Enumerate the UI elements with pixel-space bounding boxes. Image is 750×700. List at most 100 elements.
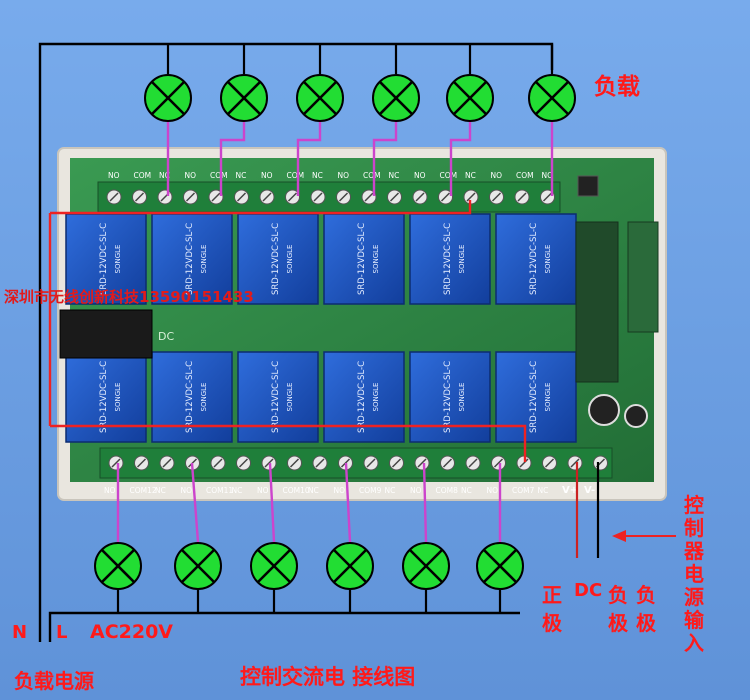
dc-label: DC <box>574 580 602 601</box>
terminal-screw <box>465 455 481 471</box>
mains-label: AC220V <box>90 621 173 643</box>
relay-brand-text: SONGLE <box>458 245 466 274</box>
terminal-label: COM <box>516 171 534 180</box>
load-wire <box>219 122 246 196</box>
lamp-cross-icon <box>326 542 374 590</box>
terminal-screw <box>363 455 379 471</box>
terminal-screw <box>310 189 326 205</box>
terminal-label: COM11 <box>206 486 233 495</box>
relay-brand-text: SONGLE <box>372 383 380 412</box>
top-terminal-screws <box>106 189 555 205</box>
terminal-screw <box>593 455 608 471</box>
relay-model-text: SRD-12VDC-SL-C <box>443 223 453 295</box>
lamp-cross-icon <box>402 542 450 590</box>
terminal-label: NC <box>159 171 170 180</box>
terminal-screw <box>361 189 377 205</box>
negative-label-4: 极 <box>636 611 657 635</box>
terminal-screw <box>108 455 124 471</box>
dc-jack <box>59 309 153 359</box>
terminal-label: COM12 <box>130 486 157 495</box>
terminal-label: COM <box>287 171 305 180</box>
load-wire <box>422 462 428 543</box>
terminal-label: NO <box>257 486 269 495</box>
learn-button <box>577 175 599 197</box>
lamp-cross-icon <box>220 74 268 122</box>
power-terminal-label: V+ <box>562 485 578 496</box>
live-label: L <box>56 622 67 643</box>
terminal-screw <box>312 455 328 471</box>
terminal-screw <box>387 189 402 205</box>
terminal-screw <box>132 189 147 205</box>
load-wire <box>296 122 322 196</box>
negative-label-3: 负 <box>636 583 656 607</box>
terminal-screw <box>567 455 583 471</box>
terminal-screw <box>514 189 530 205</box>
terminal-screw <box>159 455 175 471</box>
terminal-label: NC <box>236 171 247 180</box>
lamp-cross-icon <box>476 542 524 590</box>
load-label-top: 负载 <box>594 74 640 100</box>
terminal-label: NC <box>461 486 472 495</box>
relay-model-text: SRD-12VDC-SL-C <box>99 223 109 295</box>
terminal-screw <box>414 455 430 471</box>
relay-model-text: SRD-12VDC-SL-C <box>99 361 109 433</box>
terminal-screw <box>157 189 173 205</box>
terminal-label: NC <box>542 171 553 180</box>
terminal-screw <box>440 455 455 471</box>
terminal-label: COM <box>134 171 152 180</box>
terminal-label: NO <box>491 171 503 180</box>
terminal-screw <box>389 455 404 471</box>
negative-label-2: 极 <box>608 611 629 635</box>
terminal-label: NC <box>385 486 396 495</box>
terminal-label: NO <box>410 486 422 495</box>
terminal-label: COM7 <box>512 486 535 495</box>
terminal-screw <box>412 189 428 205</box>
lamp-cross-icon <box>296 74 344 122</box>
terminal-screw <box>516 455 532 471</box>
relay-brand-text: SONGLE <box>286 245 294 274</box>
antenna-coil <box>627 221 659 333</box>
relay-model-text: SRD-12VDC-SL-C <box>357 223 367 295</box>
terminal-label: NC <box>155 486 166 495</box>
terminal-screw <box>236 455 251 471</box>
terminal-label: NO <box>487 486 499 495</box>
bottom-terminal-strip <box>99 447 613 479</box>
terminal-label: COM <box>363 171 381 180</box>
receiver-module <box>575 221 619 383</box>
terminal-label: COM9 <box>359 486 382 495</box>
top-terminal-strip <box>97 181 561 213</box>
negative-label-1: 负 <box>608 583 628 607</box>
control-input-char: 器 <box>683 539 705 563</box>
terminal-label: NO <box>334 486 346 495</box>
control-input-char: 制 <box>684 516 704 540</box>
load-wire <box>372 122 398 196</box>
terminal-label: COM <box>440 171 458 180</box>
diagram-title: 控制交流电 接线图 <box>240 665 415 689</box>
lamp-cross-icon <box>372 74 420 122</box>
lamp-cross-icon <box>174 542 222 590</box>
terminal-screw <box>234 189 249 205</box>
terminal-screw <box>261 455 277 471</box>
live-wire <box>48 611 520 642</box>
relay-brand-text: SONGLE <box>200 383 208 412</box>
relay-brand-text: SONGLE <box>544 245 552 274</box>
terminal-screw <box>489 189 504 205</box>
terminal-screw <box>287 455 302 471</box>
terminal-label: NC <box>312 171 323 180</box>
watermark-text: 深圳市无线创新科技13590151433 <box>4 288 254 306</box>
bottom-terminal-screws <box>108 455 608 471</box>
terminal-label: NO <box>185 171 197 180</box>
relay-brand-text: SONGLE <box>114 245 122 274</box>
relay: SRD-12VDC-SL-C SONGLE <box>409 213 491 305</box>
load-power-label: 负载电源 <box>14 669 94 693</box>
relay-brand-text: SONGLE <box>286 383 294 412</box>
